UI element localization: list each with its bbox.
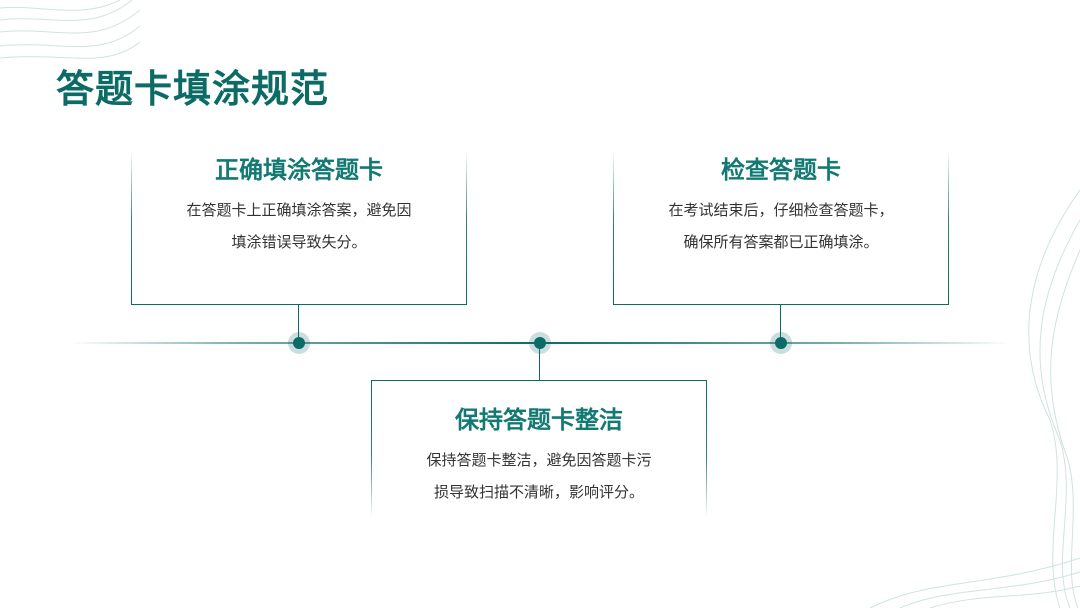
card-title: 保持答题卡整洁 bbox=[455, 406, 623, 434]
card-text-line: 保持答题卡整洁，避免因答题卡污 bbox=[426, 451, 652, 469]
page-title: 答题卡填涂规范 bbox=[56, 67, 330, 111]
card-frame bbox=[131, 150, 467, 305]
card-check-answer-sheet: 检查答题卡 在考试结束后，仔细检查答题卡， 确保所有答案都已正确填涂。 bbox=[613, 150, 949, 305]
card-title: 检查答题卡 bbox=[721, 156, 841, 184]
card-correct-filling: 正确填涂答题卡 在答题卡上正确填涂答案，避免因 填涂错误导致失分。 bbox=[131, 150, 467, 305]
card-text-line: 损导致扫描不清晰，影响评分。 bbox=[433, 483, 644, 501]
connector-line-3 bbox=[539, 343, 540, 380]
card-frame bbox=[613, 150, 949, 305]
timeline-node-2 bbox=[529, 332, 551, 354]
card-text-line: 确保所有答案都已正确填涂。 bbox=[683, 233, 879, 251]
card-keep-clean: 保持答题卡整洁 保持答题卡整洁，避免因答题卡污 损导致扫描不清晰，影响评分。 bbox=[371, 380, 707, 518]
timeline-node-1 bbox=[288, 332, 310, 354]
card-text-line: 在答题卡上正确填涂答案，避免因 bbox=[186, 201, 412, 219]
card-frame bbox=[371, 380, 707, 518]
connector-line-1 bbox=[298, 305, 299, 343]
connector-line-2 bbox=[780, 305, 781, 343]
decorative-lines-right bbox=[1028, 189, 1080, 608]
decorative-lines-bottom-right bbox=[870, 557, 1080, 608]
card-text-line: 填涂错误导致失分。 bbox=[231, 233, 367, 251]
decorative-lines-top-left bbox=[0, 0, 140, 59]
timeline-node-3 bbox=[770, 332, 792, 354]
card-title: 正确填涂答题卡 bbox=[215, 156, 383, 184]
card-text-line: 在考试结束后，仔细检查答题卡， bbox=[668, 201, 894, 219]
